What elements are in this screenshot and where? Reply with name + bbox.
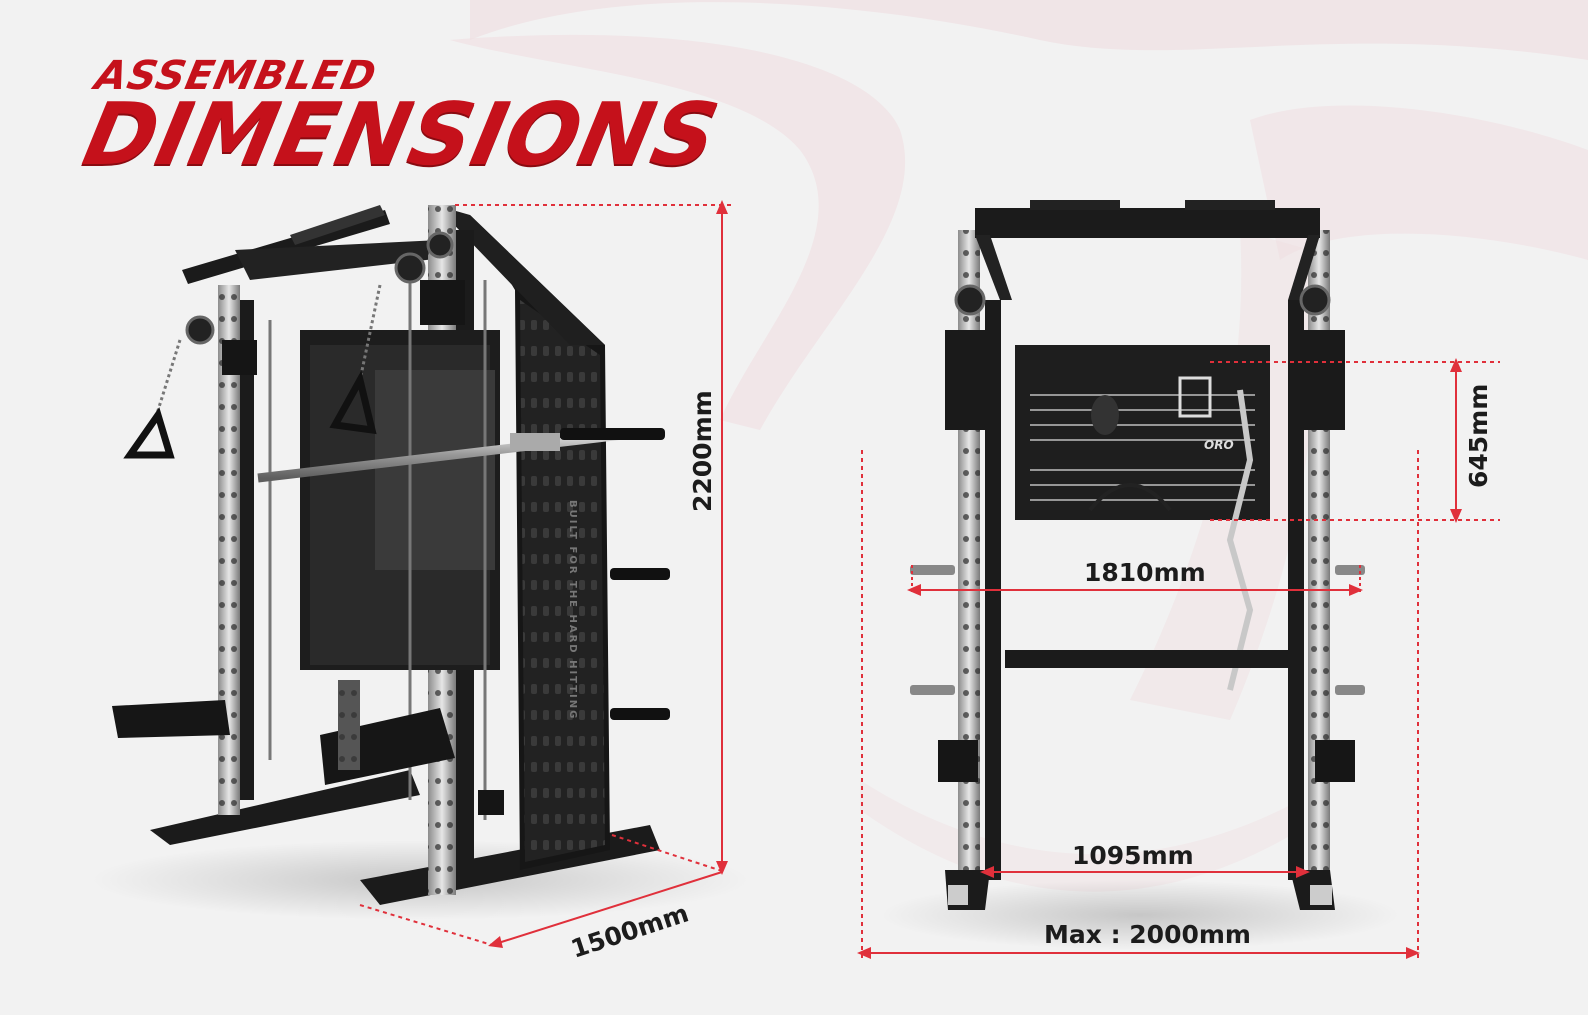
bar-length-dimension-label: 1810mm: [1084, 558, 1206, 587]
brand-logo: ORO: [1204, 438, 1234, 452]
rack-perspective-illustration: [90, 205, 750, 920]
pulley-gap-dimension-label: 645mm: [1464, 383, 1493, 488]
inner-width-dimension-label: 1095mm: [1072, 841, 1194, 870]
dimension-lines: [359, 204, 1500, 958]
upright-text: BUILT FOR THE HARD HITTING: [567, 500, 578, 720]
height-dimension-label: 2200mm: [688, 390, 717, 512]
heading-dimensions: DIMENSIONS: [75, 85, 728, 185]
rack-front-illustration: [860, 200, 1425, 950]
max-width-dimension-label: Max : 2000mm: [1044, 920, 1251, 949]
dimension-arrowheads: [488, 200, 1462, 959]
